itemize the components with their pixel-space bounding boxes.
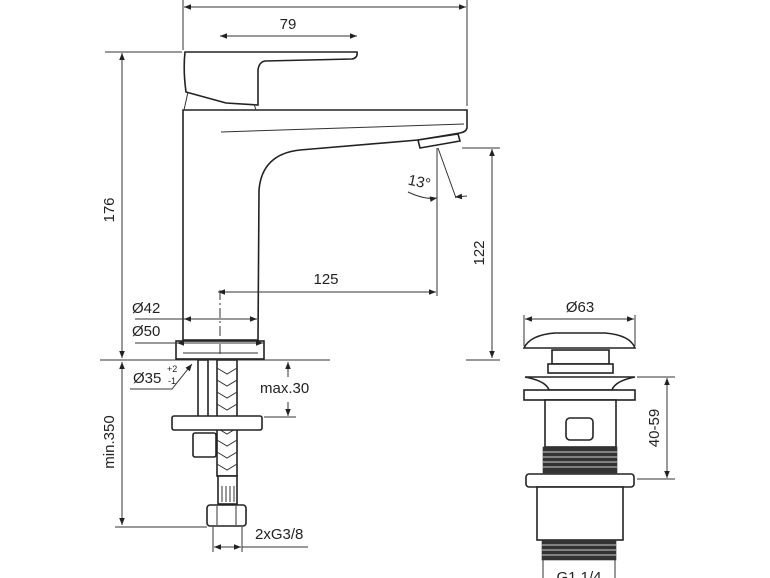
dim-min-hose-label: min.350: [101, 415, 118, 468]
waste-dim-thread-label: G1 1/4: [556, 569, 601, 578]
waste-collar: [523, 389, 636, 401]
waste-flange: [524, 376, 636, 391]
dim-hole-tol-upper: +2: [167, 364, 177, 374]
connection-nut: [206, 504, 247, 527]
fixing-plate: [171, 415, 263, 431]
threaded-rod: [197, 359, 209, 418]
dim-max-thickness-label: max.30: [260, 380, 309, 397]
waste-stem: [551, 349, 610, 365]
waste-thread: [542, 446, 618, 474]
waste-nut: [525, 473, 635, 488]
aerator: [417, 133, 462, 149]
fixing-nut: [192, 432, 217, 458]
dim-dia-base-label: Ø50: [132, 323, 160, 340]
waste-dim-dia-label: Ø63: [566, 299, 594, 316]
dim-dia-body-label: Ø42: [132, 300, 160, 317]
waste-window: [565, 417, 594, 441]
lever-handle: [183, 51, 358, 106]
dim-hole-label: Ø35: [133, 370, 161, 387]
dim-height-label: 176: [101, 197, 118, 222]
faucet-body: [182, 109, 468, 341]
dim-connection-label: 2xG3/8: [255, 526, 303, 543]
faucet-drawing: 79 176 122 125 13° Ø42 Ø50 Ø35 +2 -1 max…: [100, 0, 500, 552]
hose-connector: [217, 475, 238, 505]
dim-spout-height-label: 122: [471, 240, 488, 265]
dim-hole-tol-lower: -1: [168, 376, 176, 386]
waste-cap: [522, 332, 637, 349]
waste-tail: [536, 486, 624, 541]
waste-drawing: Ø63 40-59 G1 1/4: [522, 299, 675, 578]
dim-lever-label: 79: [280, 16, 297, 33]
dim-reach-label: 125: [313, 271, 338, 288]
dim-angle-label: 13°: [406, 172, 432, 193]
waste-dim-range-label: 40-59: [646, 409, 663, 447]
